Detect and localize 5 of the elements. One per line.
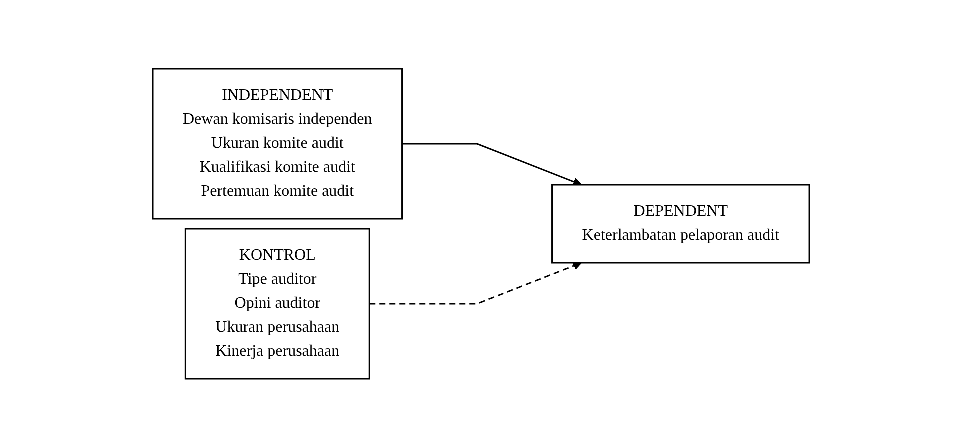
arrow xyxy=(369,262,582,305)
node-box: KONTROL Tipe auditor Opini auditor Ukuran perusahaan Kinerja perusahaan xyxy=(184,228,370,380)
arrow xyxy=(402,143,582,186)
node-box: DEPENDENT Keterlambatan pelaporan audit xyxy=(551,184,810,264)
node-box: INDEPENDENT Dewan komisaris independen Ukuran komite audit Kualifikasi komite audit Pertemuan komite audit xyxy=(152,68,403,220)
